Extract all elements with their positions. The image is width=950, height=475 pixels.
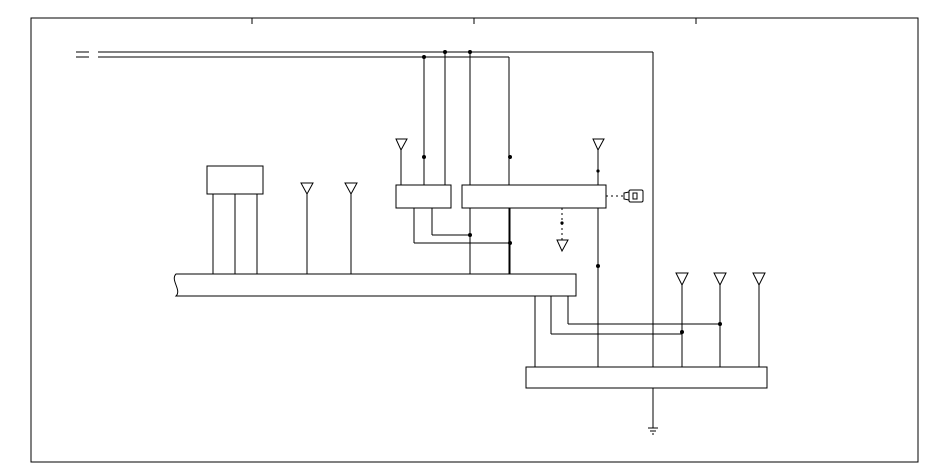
- lower-module-box: [525, 366, 768, 389]
- main-block-outputs: [534, 296, 720, 367]
- left-module-wires: [212, 194, 258, 274]
- ground-icon: [648, 388, 658, 435]
- control-module-box: [461, 184, 607, 209]
- relay-connections: [413, 208, 511, 274]
- junction-dot: [508, 241, 512, 245]
- junction-dot: [596, 169, 600, 173]
- antenna-symbol: [395, 138, 408, 185]
- junction-dot: [422, 155, 426, 159]
- junction-dot: [422, 55, 426, 59]
- junction-dot: [596, 264, 600, 268]
- junction-dot: [468, 233, 472, 237]
- relay-module-box: [395, 184, 452, 209]
- antenna-symbol: [713, 272, 727, 367]
- main-connector-block: [173, 273, 577, 297]
- antenna-symbol: [344, 182, 358, 274]
- signal-ground: [556, 208, 569, 253]
- power-feed: [76, 51, 654, 373]
- left-module-box: [206, 165, 264, 195]
- antenna-symbol: [592, 138, 605, 185]
- junction-dot: [468, 50, 472, 54]
- key-switch-icon: [606, 189, 644, 203]
- junction-dot: [508, 155, 512, 159]
- antenna-symbol: [675, 272, 689, 367]
- feed-drops: [423, 52, 471, 185]
- antenna-symbol: [300, 182, 314, 274]
- junction-dot: [443, 50, 447, 54]
- antenna-symbol: [752, 272, 766, 367]
- diagram-frame: [30, 17, 919, 463]
